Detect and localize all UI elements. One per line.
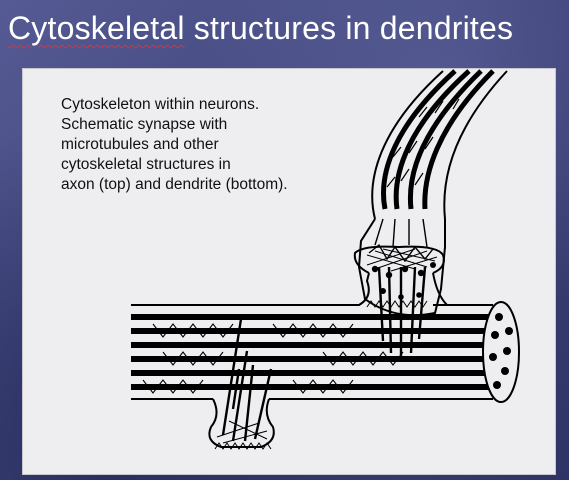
axon [372,71,507,219]
dendrite-shaft [131,273,493,399]
dendrite-cross-section [483,302,519,402]
slide-title: Cytoskeletal structures in dendrites [8,10,513,47]
figure-panel: Cytoskeleton within neurons. Schematic s… [22,68,556,475]
slide-title-rest: structures in dendrites [185,10,514,46]
synapse-diagram [23,69,555,474]
slide-title-spellcheck-word: Cytoskeletal [8,10,185,46]
